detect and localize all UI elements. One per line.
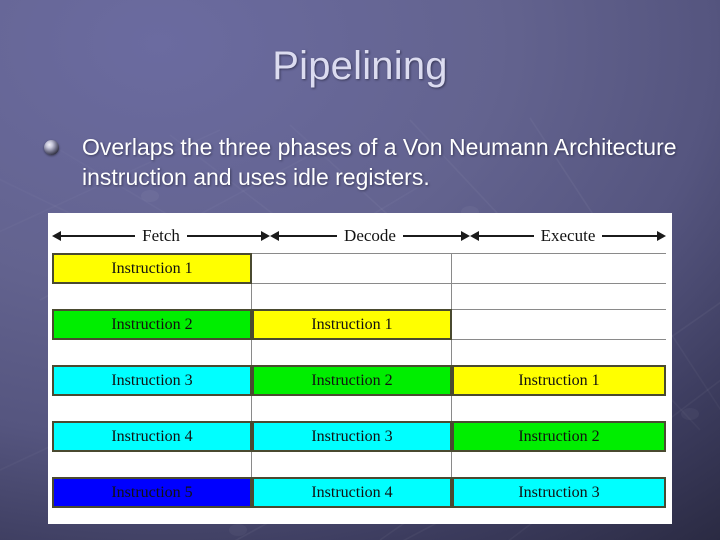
pipeline-cell-empty [252,284,452,309]
phase-rule [479,235,534,237]
pipeline-cell-empty [452,396,666,421]
phase-rule [61,235,136,237]
pipeline-cell: Instruction 1 [52,253,252,284]
pipeline-cell-empty [52,396,252,421]
pipeline-cell: Instruction 4 [252,477,452,508]
pipeline-cell-empty [252,253,452,284]
pipeline-cell: Instruction 2 [252,365,452,396]
phase-label-execute: Execute [540,226,596,245]
table-row: Instruction 1 [52,253,666,284]
table-row-spacer [52,340,666,365]
pipeline-cell-empty [52,284,252,309]
pipeline-cell: Instruction 4 [52,421,252,452]
phase-rule [279,235,338,237]
arrow-left-icon [52,231,61,241]
phase-decode: Decode [270,219,471,253]
pipeline-cell: Instruction 3 [252,421,452,452]
phase-rule [186,235,261,237]
pipeline-cell: Instruction 3 [452,477,666,508]
pipeline-cell-empty [452,253,666,284]
pipeline-cell-empty [452,340,666,365]
pipeline-cell: Instruction 2 [452,421,666,452]
pipeline-cell: Instruction 2 [52,309,252,340]
arrow-right-icon [261,231,270,241]
page-title: Pipelining [272,44,448,88]
bullet-item: Overlaps the three phases of a Von Neuma… [44,132,684,192]
phase-execute: Execute [470,219,666,253]
pipeline-cell-empty [252,340,452,365]
pipeline-cell: Instruction 5 [52,477,252,508]
pipeline-cell-empty [252,452,452,477]
pipeline-cell-empty [452,309,666,340]
arrow-left-icon [270,231,279,241]
phase-label-decode: Decode [344,226,396,245]
pipeline-cell-empty [52,452,252,477]
phase-rule [402,235,462,237]
pipeline-cell-empty [452,284,666,309]
pipeline-cell-empty [52,340,252,365]
pipeline-cell-empty [252,396,452,421]
bullet-text: Overlaps the three phases of a Von Neuma… [82,134,677,190]
phase-header-row: Fetch Decode Execute [52,219,666,253]
arrow-left-icon [470,231,479,241]
arrow-right-icon [461,231,471,241]
table-row-spacer [52,396,666,421]
table-row-spacer [52,452,666,477]
phase-fetch: Fetch [52,219,270,253]
pipeline-cell-empty [452,452,666,477]
phase-label-fetch: Fetch [142,226,180,245]
sphere-bullet-icon [44,140,59,155]
pipeline-cell: Instruction 1 [452,365,666,396]
arrow-right-icon [657,231,666,241]
pipeline-cell: Instruction 1 [252,309,452,340]
phase-rule [602,235,657,237]
table-row-spacer [52,284,666,309]
pipeline-cell: Instruction 3 [52,365,252,396]
